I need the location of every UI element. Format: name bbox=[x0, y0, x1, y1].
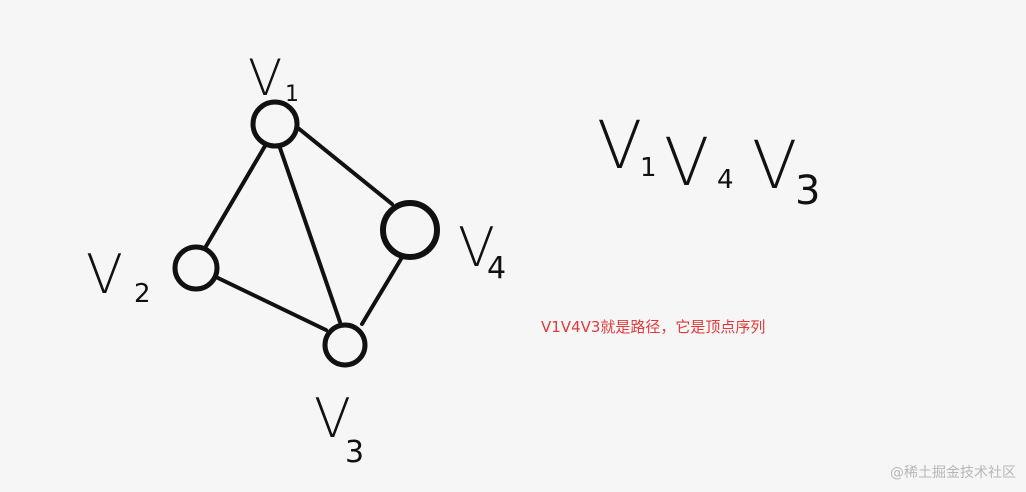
vertex-v4-label: V bbox=[458, 216, 495, 279]
edge-v1-v2 bbox=[203, 144, 267, 250]
edge-v1-v3 bbox=[278, 146, 342, 324]
vertex-v2-label: V bbox=[86, 243, 123, 306]
path-v4-subscript: 4 bbox=[717, 165, 734, 195]
vertex-v2-subscript: 2 bbox=[134, 279, 151, 309]
vertex-v4-subscript: 4 bbox=[487, 251, 506, 286]
path-v4-label: V bbox=[664, 124, 709, 201]
vertex-v1-node bbox=[250, 99, 300, 149]
edge-v3-v4 bbox=[360, 252, 406, 326]
vertex-v3-node bbox=[322, 322, 368, 368]
vertex-v1-subscript: 1 bbox=[285, 82, 299, 107]
edge-v2-v3 bbox=[216, 276, 328, 332]
vertex-v3-label: V bbox=[314, 387, 351, 450]
path-explanation-note: V1V4V3就是路径，它是顶点序列 bbox=[541, 318, 766, 336]
vertex-v4-node bbox=[380, 200, 440, 260]
vertex-v3-subscript: 3 bbox=[345, 435, 364, 470]
watermark: @稀土掘金技术社区 bbox=[890, 465, 1016, 481]
path-v3-label: V bbox=[752, 127, 797, 204]
path-v3-subscript: 3 bbox=[795, 168, 820, 214]
vertex-v2-node bbox=[172, 244, 220, 292]
edge-v1-v4 bbox=[296, 126, 394, 206]
vertex-v1-label: V bbox=[248, 49, 282, 107]
path-v1-subscript: 1 bbox=[640, 153, 657, 183]
path-v1-label: V bbox=[597, 107, 642, 184]
